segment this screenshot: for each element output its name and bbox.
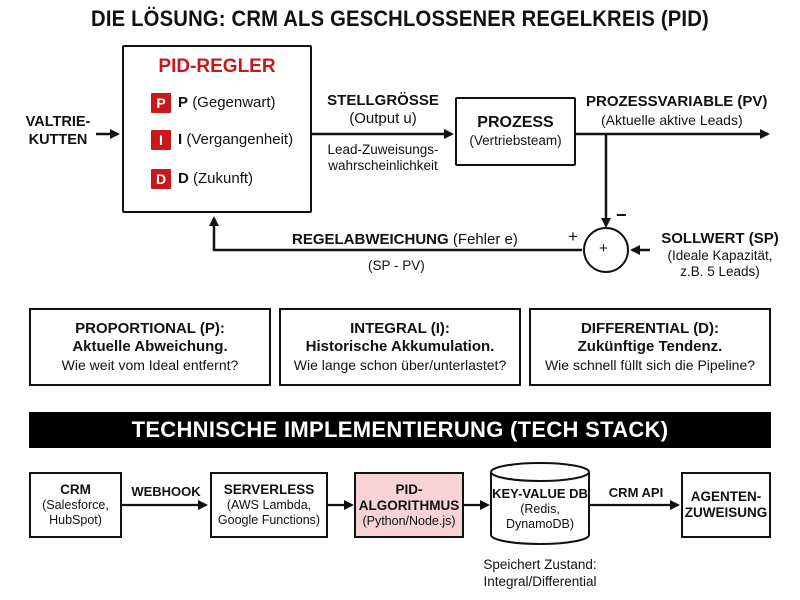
stack-kv-db: KEY-VALUE DB (Redis, DynamoDB) — [492, 486, 588, 531]
db-cylinder-body — [490, 472, 590, 545]
stellgroesse-title: STELLGRÖSSE — [327, 92, 439, 109]
stellgroesse-note: Lead-Zuweisungs- wahrscheinlichkeit — [327, 142, 439, 173]
crm-api-label: CRM API — [608, 485, 664, 500]
d-badge: D — [151, 169, 171, 189]
tech-stack-banner: TECHNISCHE IMPLEMENTIERUNG (TECH STACK) — [29, 412, 771, 448]
summing-junction — [583, 227, 629, 273]
stack-crm-box: CRM (Salesforce, HubSpot) — [29, 472, 122, 538]
kv-note: Speichert Zustand: Integral/Differential — [483, 557, 597, 589]
error-label: REGELABWEICHUNG (Fehler e) — [292, 231, 518, 248]
error-feedback-arrow — [209, 216, 582, 252]
stellgroesse-sub: (Output u) — [349, 110, 417, 127]
stack-pid-algorithm-box: PID- ALGORITHMUS (Python/Node.js) — [354, 472, 464, 538]
explanation-integral: INTEGRAL (I): Historische Akkumulation. … — [279, 308, 521, 386]
explanation-differential: DIFFERENTIAL (D): Zukünftige Tendenz. Wi… — [529, 308, 771, 386]
process-box: PROZESS (Vertriebsteam) — [455, 97, 576, 166]
i-badge: I — [151, 130, 171, 150]
setpoint-label: SOLLWERT (SP) (Ideale Kapazität, z.B. 5 … — [661, 230, 779, 279]
pv-title: PROZESSVARIABLE (PV) — [586, 93, 768, 110]
pv-sub: (Aktuelle aktive Leads) — [601, 112, 743, 128]
summing-minus-top: − — [616, 205, 627, 225]
p-badge: P — [151, 93, 171, 113]
summing-plus-inside: + — [599, 240, 608, 257]
stack-serverless-box: SERVERLESS (AWS Lambda, Google Functions… — [210, 472, 328, 538]
page-title: DIE LÖSUNG: CRM ALS GESCHLOSSENER REGELK… — [91, 6, 709, 31]
explanation-proportional: PROPORTIONAL (P): Aktuelle Abweichung. W… — [29, 308, 271, 386]
pid-title: PID-REGLER — [158, 56, 276, 77]
input-label: VALTRIE- KUTTEN — [25, 114, 91, 148]
webhook-label: WEBHOOK — [131, 484, 201, 499]
error-formula: (SP - PV) — [368, 258, 425, 273]
p-term: P (Gegenwart) — [178, 94, 276, 111]
d-term: D (Zukunft) — [178, 170, 254, 187]
summing-plus-left: + — [568, 227, 578, 246]
stack-agent-box: AGENTEN- ZUWEISUNG — [681, 472, 771, 538]
i-term: I (Vergangenheit) — [178, 131, 294, 148]
db-cylinder-top — [490, 462, 590, 482]
